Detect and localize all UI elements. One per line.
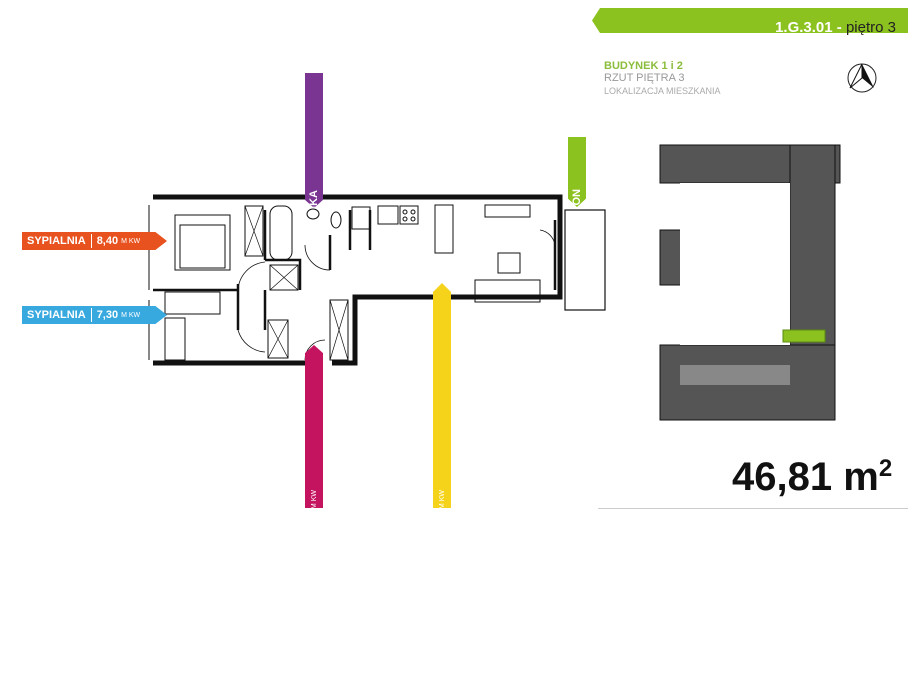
banner-shape [592, 8, 908, 33]
apartment-plan [148, 194, 606, 366]
building-label: BUDYNEK 1 i 2 [604, 60, 683, 72]
site-plan-map [659, 144, 841, 421]
floor-label: piętro 3 [845, 19, 896, 36]
plan-label: RZUT PIĘTRA 3 [604, 72, 685, 84]
location-subtitle: LOKALIZACJA MIESZKANIA [604, 86, 721, 96]
unit-banner: 1.G.3.01 - piętro 3 [775, 19, 896, 36]
highlighted-unit [782, 329, 826, 343]
unit-code: 1.G.3.01 [775, 19, 833, 36]
room-label-balcony: BALKON [568, 137, 586, 207]
divider [598, 508, 908, 509]
floor-plan-graphics [148, 8, 908, 421]
north-arrow-icon [847, 63, 877, 93]
total-area: 46,81 m2 [732, 455, 893, 499]
